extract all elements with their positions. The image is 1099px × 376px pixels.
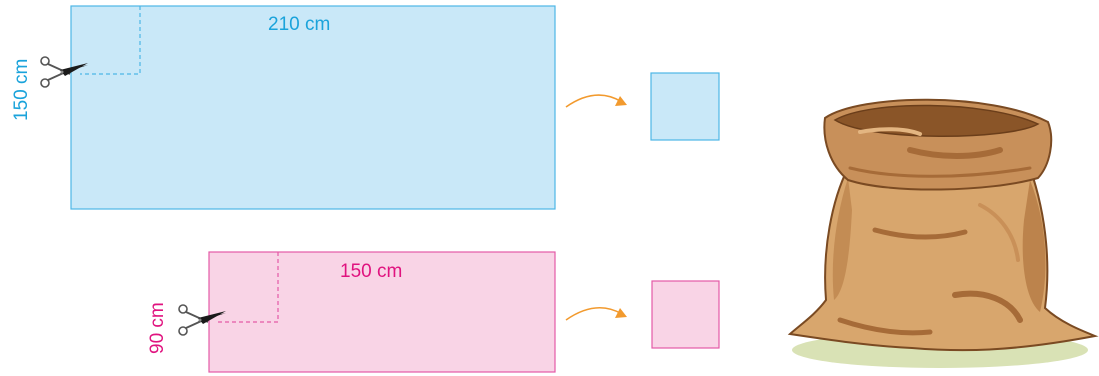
blue-arrow-head	[615, 96, 627, 106]
blue-width-label: 210 cm	[268, 14, 330, 35]
sack-collar-fold-1	[907, 147, 1003, 159]
blue-square-piece	[650, 72, 720, 141]
sack-fold-2	[952, 290, 1023, 323]
sack-collar-fold-2	[848, 166, 1032, 178]
pink-rectangle	[208, 251, 556, 373]
pink-sheet: 150 cm 90 cm	[147, 251, 720, 373]
pink-cut-line	[216, 252, 279, 323]
sack-shade-right	[1022, 180, 1046, 312]
scissors-icon	[178, 304, 226, 336]
blue-sheet: 210 cm 150 cm	[11, 5, 720, 210]
blue-rectangle	[70, 5, 556, 210]
scissors-icon	[40, 56, 88, 88]
sack-icon	[787, 98, 1099, 368]
sack-fold-1	[872, 227, 968, 240]
sack-fold-4	[978, 203, 1020, 262]
pink-square-piece	[651, 280, 720, 349]
pink-arrow-head	[615, 308, 627, 318]
sack-collar-highlight	[858, 127, 922, 136]
sack-body	[787, 167, 1099, 352]
pink-width-label: 150 cm	[340, 261, 402, 282]
blue-height-label: 150 cm	[11, 59, 32, 121]
sack-fold-3	[837, 317, 933, 336]
sack-shade-left	[832, 178, 852, 300]
pink-curved-arrow	[565, 307, 623, 321]
pink-height-label: 90 cm	[147, 302, 168, 354]
blue-curved-arrow	[565, 94, 623, 108]
blue-cut-line	[80, 6, 141, 75]
